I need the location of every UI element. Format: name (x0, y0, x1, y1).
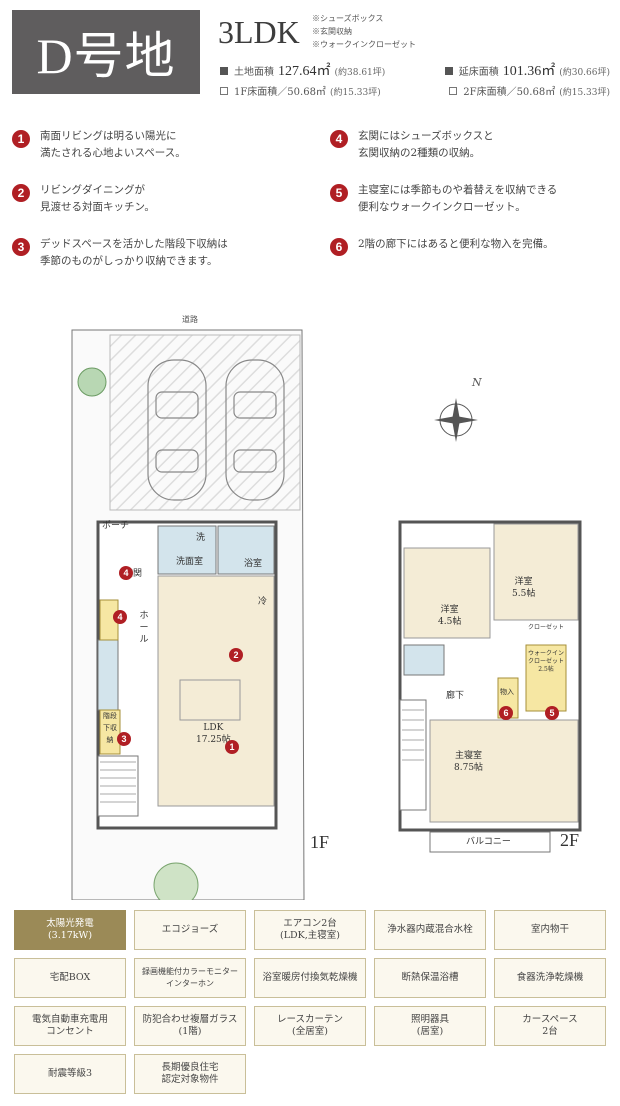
room-wash: 洗 (196, 533, 206, 543)
equipment-tag: カースペース 2台 (494, 1006, 606, 1046)
compass-icon (434, 398, 478, 442)
lot-title: D号地 (36, 28, 176, 84)
room-walk-in-closet: ウォークインクローゼット 2.5帖 (528, 650, 565, 673)
car-icon (225, 359, 285, 501)
road-label: 道路 (182, 315, 198, 324)
equipment-tag: 耐震等級3 (14, 1054, 126, 1094)
room-master: 主寝室 8.75帖 (454, 751, 484, 773)
equipment-tag: エアコン2台 (LDK,主寝室) (254, 910, 366, 950)
room-porch: ポーチ (102, 521, 130, 531)
point-number: 6 (330, 238, 348, 256)
pin-2: 2 (229, 648, 243, 662)
pin-5: 5 (545, 706, 559, 720)
room-washroom: 洗面室 (176, 557, 204, 567)
pin-3: 3 (117, 732, 131, 746)
point-number: 4 (330, 130, 348, 148)
feature-note: ※ウォークインクローゼット (312, 40, 416, 49)
room-balcony: バルコニー (466, 837, 511, 847)
bullet-square-icon (449, 86, 458, 95)
land-area: 土地面積 127.64㎡ (約38.61坪) (220, 60, 385, 80)
point-number: 2 (12, 184, 30, 202)
point-item: 6 2階の廊下にはあると便利な物入を完備。 (330, 236, 554, 256)
point-item: 3 デッドスペースを活かした階段下収納は季節のものがしっかり収納できます。 (12, 236, 228, 270)
bullet-square-icon (220, 86, 228, 95)
layout-type: 3LDK (218, 14, 300, 50)
pin-4b: 4 (113, 610, 127, 624)
floor-area-total: 延床面積 101.36㎡ (約30.66坪) (444, 60, 610, 80)
point-number: 3 (12, 238, 30, 256)
room-storage: 物入 (500, 688, 514, 696)
equipment-tag: レースカーテン (全居室) (254, 1006, 366, 1046)
room-entrance: 玄関 (124, 569, 143, 579)
equipment-tag: エコジョーズ (134, 910, 246, 950)
point-item: 1 南面リビングは明るい陽光に満たされる心地よいスペース。 (12, 128, 186, 162)
north-label: N (472, 376, 482, 389)
equipment-tag: 長期優良住宅 認定対象物件 (134, 1054, 246, 1094)
equipment-tag: 電気自動車充電用 コンセント (14, 1006, 126, 1046)
bullet-square-icon (220, 67, 228, 75)
fridge-label: 冷 (258, 597, 268, 607)
point-item: 4 玄関にはシューズボックスと玄関収納の2種類の収納。 (330, 128, 494, 162)
floor-label-2f: 2F (560, 830, 580, 850)
point-number: 1 (12, 130, 30, 148)
room-closet: クローゼット (528, 624, 565, 631)
equipment-tag: 室内物干 (494, 910, 606, 950)
pin-4: 4 (119, 566, 133, 580)
equipment-tag: 照明器具 (居室) (374, 1006, 486, 1046)
point-number: 5 (330, 184, 348, 202)
feature-note: ※シューズボックス (312, 14, 384, 23)
point-item: 5 主寝室には季節ものや着替えを収納できる便利なウォークインクローゼット。 (330, 182, 557, 216)
equipment-tag: 録画機能付カラーモニター インターホン (134, 958, 246, 998)
equipment-tag: 浄水器内蔵混合水栓 (374, 910, 486, 950)
room-western-2: 洋室 5.5帖 (512, 577, 536, 599)
pin-6: 6 (499, 706, 513, 720)
room-corridor: 廊下 (446, 691, 465, 701)
floor-label-1f: 1F (310, 832, 330, 852)
bullet-square-icon (444, 67, 453, 75)
point-item: 2 リビングダイニングが見渡せる対面キッチン。 (12, 182, 155, 216)
equipment-tag: 断熱保温浴槽 (374, 958, 486, 998)
room-bath: 浴室 (244, 559, 263, 569)
feature-notes: ※シューズボックス ※玄関収納 ※ウォークインクローゼット (312, 12, 416, 51)
room-western-1: 洋室 4.5帖 (438, 605, 462, 627)
room-ldk: LDK 17.25帖 (196, 723, 231, 745)
equipment-tag: 宅配BOX (14, 958, 126, 998)
equipment-tag: 浴室暖房付換気乾燥機 (254, 958, 366, 998)
room-stair-storage: 階段下収納 (103, 712, 117, 744)
equipment-tag: 防犯合わせ複層ガラス (1階) (134, 1006, 246, 1046)
feature-note: ※玄関収納 (312, 27, 352, 36)
floor-area-2f: 2F床面積／50.68㎡ (約15.33坪) (449, 83, 610, 98)
area-table: 土地面積 127.64㎡ (約38.61坪) 延床面積 101.36㎡ (約30… (220, 60, 610, 100)
car-icon (147, 359, 207, 501)
floor-plan-drawing (71, 329, 582, 900)
floor-plan: 道路 N ポーチ 玄関 ホール 洗 洗面室 浴室 冷 LDK 17.25帖 階段… (0, 300, 620, 900)
room-hall: ホール (139, 611, 149, 645)
floor-area-1f: 1F床面積／50.68㎡ (約15.33坪) (220, 83, 381, 98)
equipment-tag: 太陽光発電 (3.17kW) (14, 910, 126, 950)
pin-1: 1 (225, 740, 239, 754)
lot-title-box: D号地 (12, 10, 200, 94)
equipment-tag: 食器洗浄乾燥機 (494, 958, 606, 998)
